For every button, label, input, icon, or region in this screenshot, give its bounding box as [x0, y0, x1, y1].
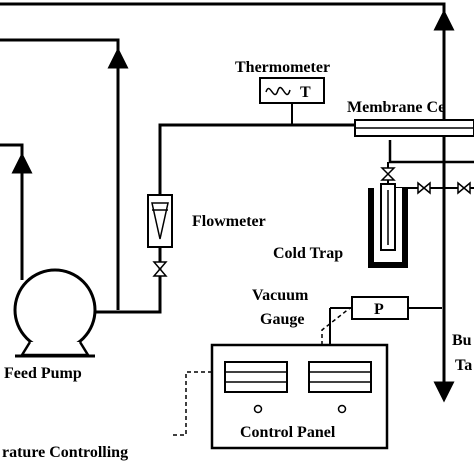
buffer-tank-label-line1: Bu [452, 332, 472, 349]
thermometer-symbol: T [300, 84, 311, 101]
cold-trap-label: Cold Trap [273, 245, 343, 262]
vacuum-line-valves [417, 181, 471, 195]
labels: Thermometer T Membrane Ce Flowmeter Cold… [2, 59, 472, 461]
control-panel-knob-left [253, 404, 263, 414]
thermometer-label: Thermometer [235, 59, 330, 76]
left-column-line [0, 143, 24, 280]
temperature-controlling-label: rature Controlling [2, 444, 128, 461]
gauge-connector [329, 307, 352, 345]
cold-trap [368, 162, 408, 268]
vacuum-gauge-label-line2: Gauge [260, 311, 304, 328]
control-signal-wire [170, 371, 212, 436]
flowmeter-label: Flowmeter [192, 213, 266, 230]
flowmeter-valve [152, 261, 168, 277]
cold-trap-valve [380, 167, 396, 181]
gauge-signal-wire [321, 307, 351, 345]
thermometer [259, 77, 325, 104]
flowmeter [147, 194, 173, 248]
piping [0, 2, 474, 365]
control-panel-display-right [308, 361, 372, 393]
top-return-line [0, 2, 446, 365]
control-panel-knob-right [337, 404, 347, 414]
permeate-line [388, 140, 474, 164]
feed-pump-label: Feed Pump [4, 365, 82, 382]
feed-pump [13, 268, 97, 358]
valve-1 [417, 181, 431, 195]
valve-2 [457, 181, 471, 195]
left-feed-line [0, 38, 120, 310]
membrane-cell-label: Membrane Ce [347, 99, 445, 116]
buffer-tank-label-line2: Ta [455, 357, 472, 374]
pressure-symbol: P [374, 301, 384, 318]
control-panel-display-left [224, 361, 288, 393]
vacuum-gauge-label-line1: Vacuum [252, 287, 309, 304]
control-panel-label: Control Panel [240, 424, 336, 441]
membrane-cell [354, 119, 474, 137]
control-panel [210, 343, 389, 450]
flow-arrows [11, 9, 455, 403]
vacuum-gauge-box [351, 296, 409, 320]
